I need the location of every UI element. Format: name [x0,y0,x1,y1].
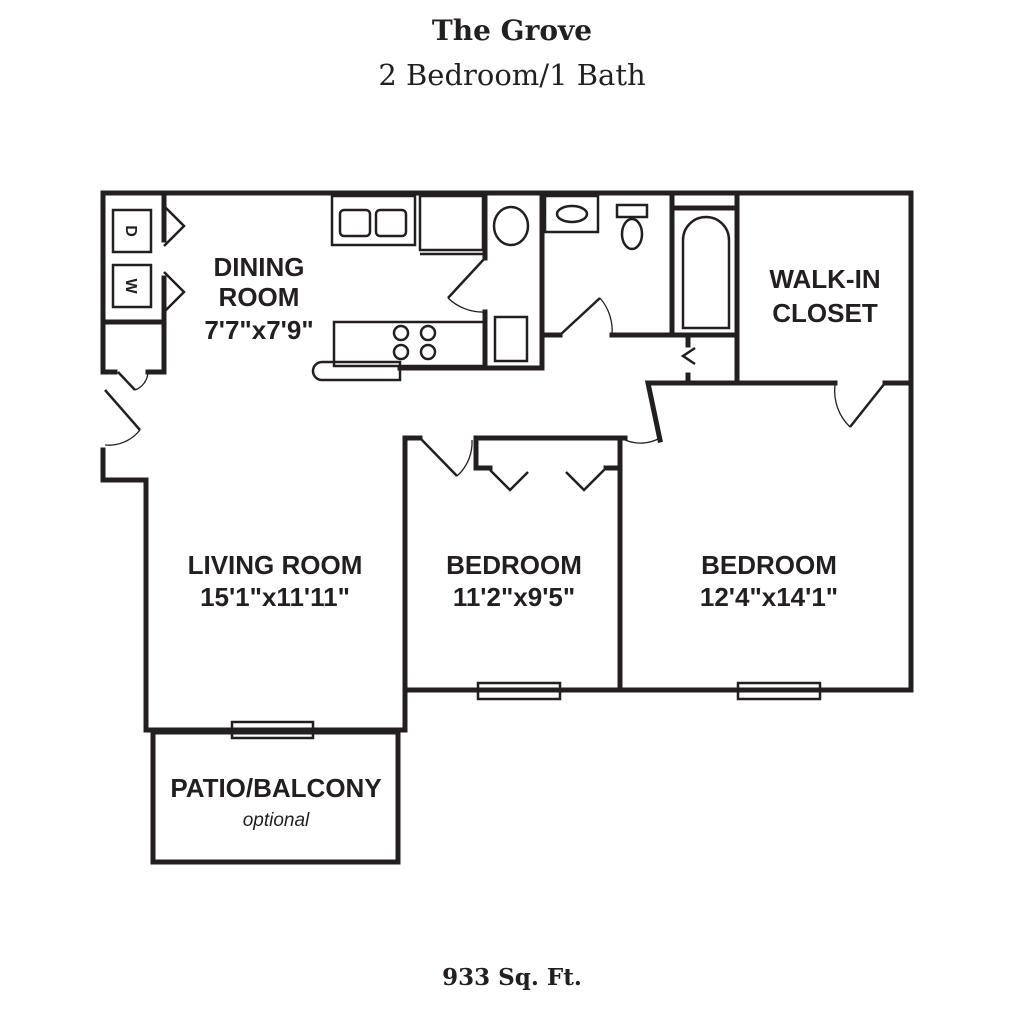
bathtub [681,215,731,330]
stove-counter [332,320,486,368]
doors [104,205,886,492]
dryer-label: D [122,225,139,237]
bedroom2-size: 12'4"x14'1" [700,582,838,612]
breakfast-bar [311,360,402,382]
walls [100,190,914,733]
washer [111,263,153,309]
square-footage: 933 Sq. Ft. [442,964,582,991]
closet-label: WALK-IN [769,264,880,294]
bath-vanity [543,194,600,234]
sink-basin-icon [374,208,408,238]
plan-title: The Grove [431,14,593,47]
toilet-tank [615,203,649,219]
closet-label: CLOSET [772,298,878,328]
patio-outline [150,729,401,865]
kitchen-sink-counter [330,194,417,247]
patio-note: optional [243,810,310,831]
water-heater-icon [492,205,530,247]
dishwasher [418,194,485,252]
living-room-size: 15'1"x11'11" [200,582,350,612]
toilet-icon [620,217,644,251]
bedroom1-size: 11'2"x9'5" [453,582,575,612]
dining-size: 7'7"x7'9" [204,315,313,345]
sink-basin-icon [338,208,372,238]
dryer [111,208,153,254]
dining-label: ROOM [219,282,300,312]
patio-label: PATIO/BALCONY [170,773,381,803]
dining-label: DINING [214,252,305,282]
refrigerator [493,315,529,363]
plan-subtitle: 2 Bedroom/1 Bath [378,58,646,92]
bedroom1-label: BEDROOM [446,550,582,580]
washer-label: W [122,278,139,294]
vanity-sink-icon [555,204,589,224]
fixtures: D W [111,194,731,382]
bedroom2-label: BEDROOM [701,550,837,580]
living-room-label: LIVING ROOM [188,550,363,580]
